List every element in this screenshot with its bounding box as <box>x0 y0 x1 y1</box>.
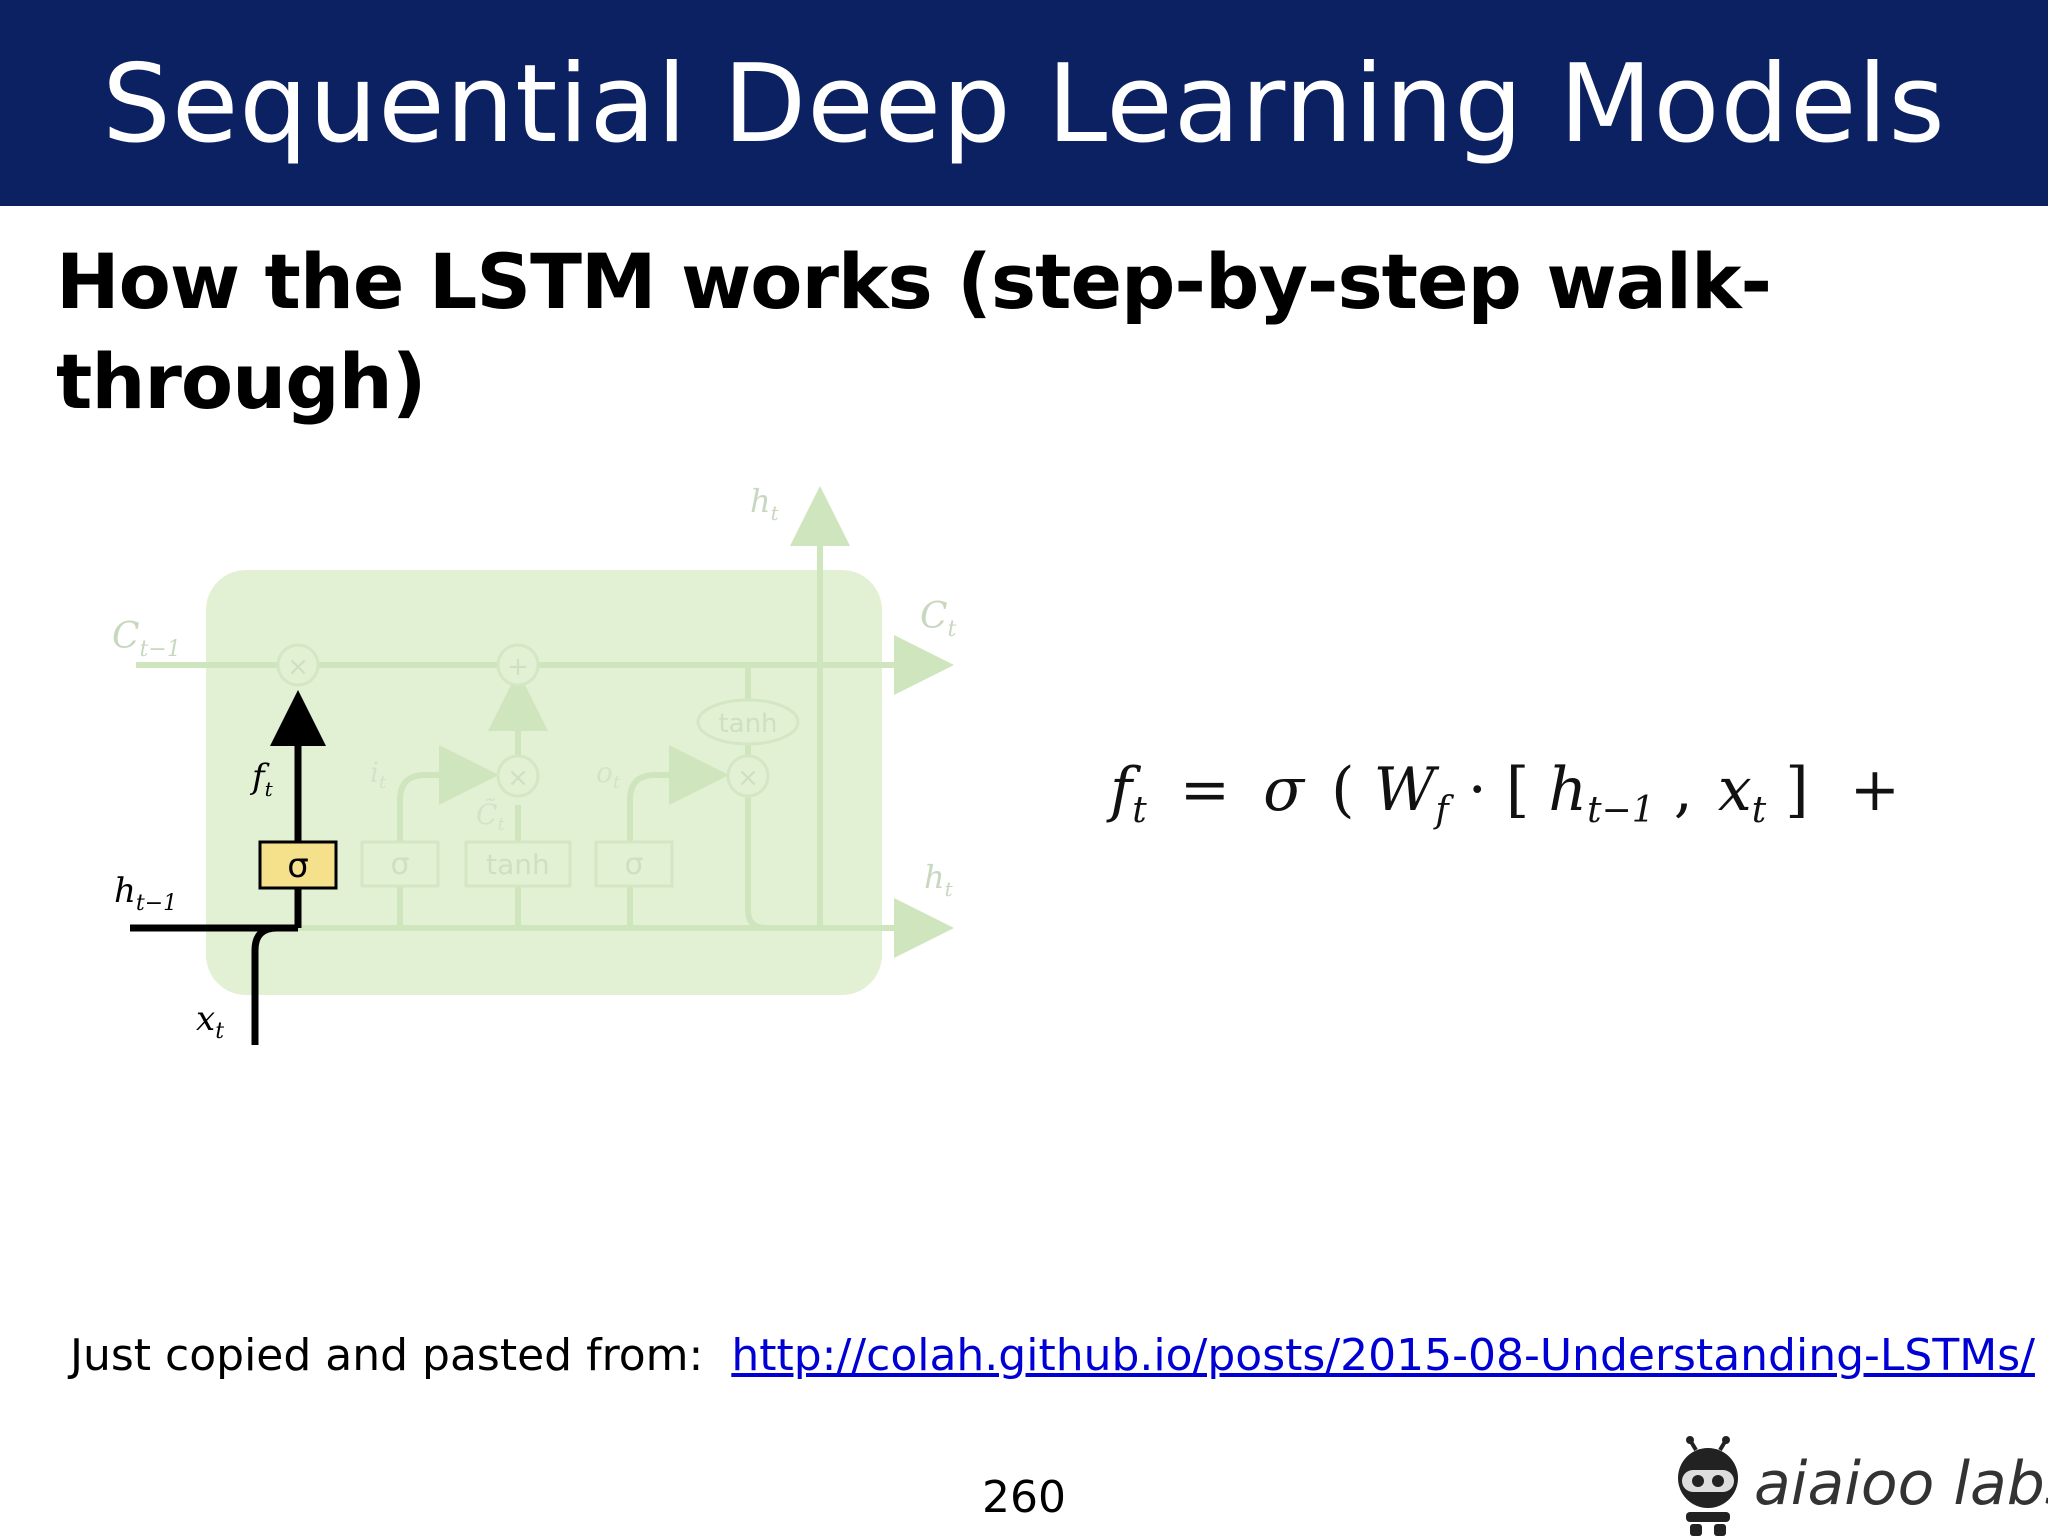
source-line: Just copied and pasted from: http://cola… <box>70 1326 2035 1386</box>
forget-gate-sigma-box <box>258 840 338 890</box>
forget-gate-formula: ft = σ ( Wf · [ ht−1 , xt ] + bf ) <box>1106 755 1900 837</box>
svg-text:tanh: tanh <box>718 709 777 739</box>
svg-text:ht: ht <box>924 858 954 901</box>
source-prefix: Just copied and pasted from: <box>70 1330 704 1381</box>
aiaioo-logo: aiaioo labs <box>1668 1436 2048 1536</box>
svg-text:C̃t: C̃t <box>476 798 505 835</box>
page-number: 260 <box>982 1472 1066 1523</box>
svg-text:ht−1: ht−1 <box>114 871 177 916</box>
robot-mascot-icon <box>1678 1436 1738 1536</box>
source-link[interactable]: http://colah.github.io/posts/2015-08-Und… <box>731 1330 2035 1381</box>
logo-text: aiaioo labs <box>1754 1449 2048 1519</box>
lstm-diagram: × + × × tanh σ tanh σ σ Ct−1 Ct ht ht it… <box>112 482 957 1045</box>
svg-text:tanh: tanh <box>486 848 550 881</box>
svg-text:+: + <box>507 652 529 682</box>
output-gate-sigma-box <box>594 840 674 888</box>
svg-text:×: × <box>287 652 309 682</box>
input-multiply-op <box>496 754 540 798</box>
svg-text:×: × <box>737 763 759 793</box>
forget-multiply-op <box>276 643 320 687</box>
svg-text:ht: ht <box>750 482 780 525</box>
svg-text:×: × <box>507 763 529 793</box>
svg-text:it: it <box>370 756 387 793</box>
output-multiply-op <box>726 754 770 798</box>
tanh-oval <box>696 698 800 746</box>
svg-text:σ: σ <box>390 847 409 882</box>
title-bar: Sequential Deep Learning Models <box>0 0 2048 206</box>
svg-text:σ: σ <box>624 847 643 882</box>
lstm-cell-body <box>206 570 882 995</box>
svg-text:xt: xt <box>196 999 224 1044</box>
svg-text:Ct−1: Ct−1 <box>112 616 181 662</box>
svg-text:Ct: Ct <box>920 596 957 642</box>
add-op <box>496 643 540 687</box>
svg-text:ft = σ ( Wf: ft = σ ( Wf · [ ht−1 , xt ] + bf ) <box>1106 755 1900 837</box>
svg-text:ot: ot <box>596 756 621 793</box>
input-gate-sigma-box <box>360 840 440 888</box>
svg-text:σ: σ <box>287 846 309 886</box>
candidate-tanh-box <box>464 840 572 888</box>
slide-title: Sequential Deep Learning Models <box>102 42 1946 167</box>
slide-subtitle: How the LSTM works (step-by-step walk-th… <box>56 237 1772 426</box>
